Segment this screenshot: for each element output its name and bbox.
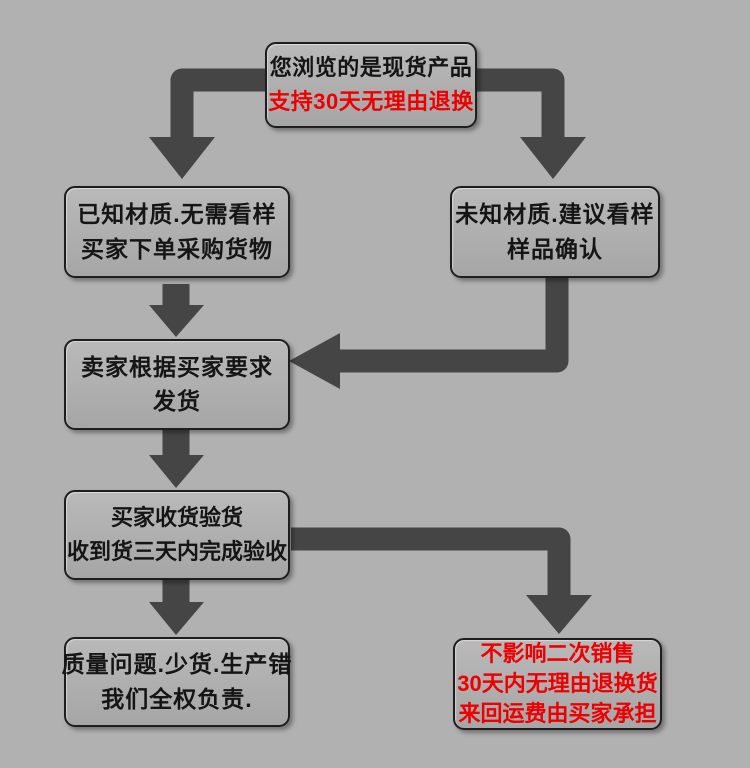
box-line: 发货 xyxy=(153,388,201,414)
box-unknown-material: 未知材质.建议看样 样品确认 xyxy=(450,186,660,278)
arrow-ship-to-inspect xyxy=(149,428,204,488)
box-line: 未知材质.建议看样 xyxy=(455,201,655,228)
arrow-known-to-ship xyxy=(149,284,204,337)
box-line: 我们全权负责. xyxy=(101,685,253,712)
box-line: 买家下单采购货物 xyxy=(81,235,273,262)
box-buyer-inspect: 买家收货验货 收到货三天内完成验收 xyxy=(64,490,290,580)
arrow-browsing-to-unknown xyxy=(476,68,586,179)
box-browsing-product: 您浏览的是现货产品 支持30天无理由退换 xyxy=(265,42,477,128)
box-line: 买家收货验货 xyxy=(110,505,243,531)
box-line: 收到货三天内完成验收 xyxy=(66,538,287,564)
box-seller-ship: 卖家根据买家要求 发货 xyxy=(64,339,290,430)
box-line: 您浏览的是现货产品 xyxy=(269,55,473,81)
box-line: 已知材质.无需看样 xyxy=(77,201,277,228)
arrow-browsing-to-known xyxy=(149,68,266,179)
box-return-policy: 不影响二次销售 30天内无理由退换货 来回运费由买家承担 xyxy=(453,638,662,730)
box-line-return-promise: 支持30天无理由退换 xyxy=(268,88,474,114)
box-line: 卖家根据买家要求 xyxy=(81,353,273,380)
box-line: 样品确认 xyxy=(507,235,603,262)
arrow-inspect-to-return xyxy=(291,527,592,634)
arrow-unknown-to-ship xyxy=(289,276,569,389)
box-quality-issue: 质量问题.少货.生产错 我们全权负责. xyxy=(61,637,293,727)
box-line: 质量问题.少货.生产错 xyxy=(61,651,293,678)
box-known-material: 已知材质.无需看样 买家下单采购货物 xyxy=(64,186,290,278)
box-line: 30天内无理由退换货 xyxy=(457,670,658,696)
arrow-inspect-to-quality xyxy=(149,578,204,635)
box-line: 不影响二次销售 xyxy=(480,640,635,666)
box-line: 来回运费由买家承担 xyxy=(458,701,657,727)
